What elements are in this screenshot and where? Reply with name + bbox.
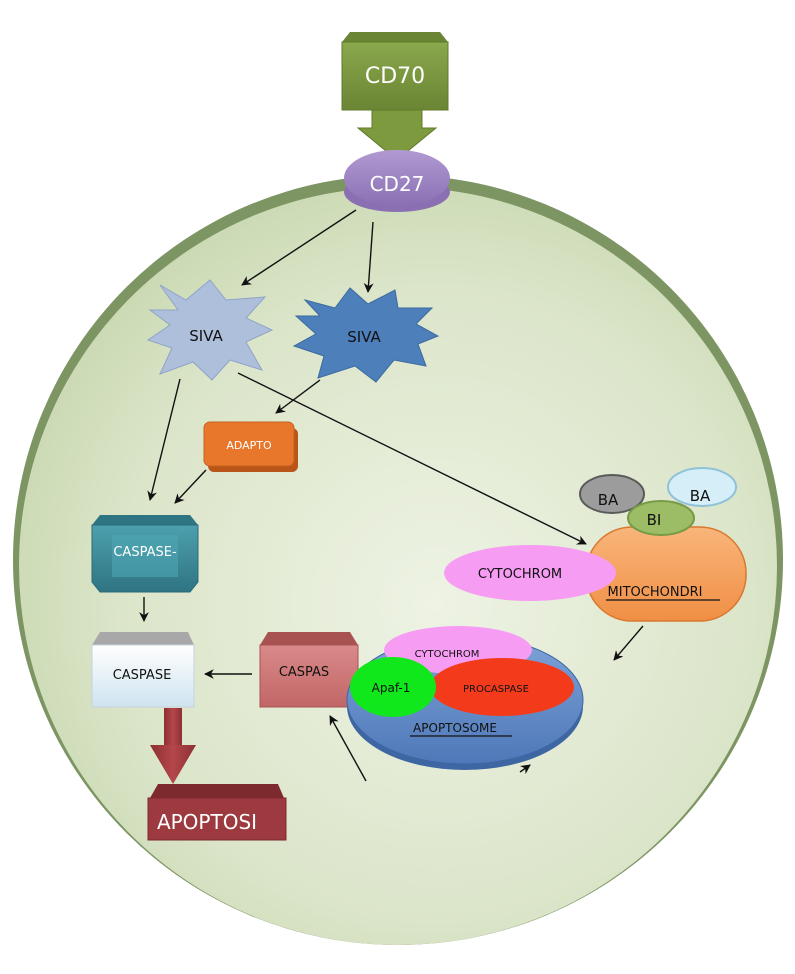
- caspase9-label: CASPAS: [279, 665, 329, 680]
- caspase9-group: CASPAS: [259, 632, 359, 708]
- adaptor-label: ADAPTO: [226, 439, 272, 452]
- siva-right-label: SIVA: [347, 328, 381, 346]
- siva-left-group: SIVA: [146, 279, 274, 381]
- red-arrow-shaft: [164, 708, 182, 748]
- arrows: [139, 209, 644, 782]
- mitochondria-label: MITOCHONDRI: [608, 585, 703, 600]
- caspase8-highlight: [112, 535, 178, 577]
- apoptosome-label: APOPTOSOME: [413, 721, 497, 735]
- siva-left-label: SIVA: [189, 327, 223, 345]
- arrow-cd27-to-siva-right: [363, 221, 374, 293]
- siva-left-shape: [146, 279, 274, 381]
- arrow-cd27-to-siva-left: [241, 209, 357, 286]
- caspase8-label: CASPASE-: [113, 545, 177, 560]
- cd70-box-top: [342, 32, 448, 42]
- cd27-group: CD27: [344, 150, 450, 212]
- caspase8-group: CASPASE-: [91, 515, 199, 593]
- arrow-adaptor-to-caspase8: [174, 469, 207, 504]
- apaf1-ellipse: [350, 657, 436, 717]
- adaptor-box: [203, 421, 295, 467]
- cd70-box: [341, 41, 449, 111]
- adaptor-group: ADAPTO: [203, 421, 298, 472]
- ba-right-bubble: [667, 467, 737, 507]
- ba-left-label: BA: [598, 491, 619, 509]
- bcl2-family-group: BA BA BI: [579, 467, 737, 536]
- apoptosome-cytochrome-label: CYTOCHROM: [415, 649, 480, 660]
- caspase8-top: [92, 515, 198, 525]
- ba-left-bubble: [579, 474, 645, 514]
- arrow-mitochondria-to-apoptosome: [613, 625, 644, 661]
- bi-bubble: [627, 500, 695, 536]
- apoptosome-group: CYTOCHROM PROCASPASE Apaf-1 APOPTOSOME: [346, 626, 584, 770]
- bi-label: BI: [647, 511, 662, 529]
- cd27-label: CD27: [370, 172, 425, 196]
- cd70-arrow: [356, 107, 438, 161]
- arrow-apoptosome-to-caspase9: [329, 715, 367, 782]
- apoptosis-label: APOPTOSI: [157, 810, 257, 834]
- procaspase-ellipse: [430, 658, 574, 716]
- arrow-siva-left-to-caspase8: [147, 378, 181, 501]
- caspase3-to-apoptosis-arrow: [150, 708, 196, 784]
- cd27-ellipse: [344, 150, 450, 206]
- cd70-group: CD70: [341, 32, 449, 161]
- arrow-into-apoptosome: [519, 764, 531, 775]
- apoptosis-group: APOPTOSI: [147, 784, 287, 841]
- siva-right-shape: [292, 287, 440, 383]
- caspase9-box: [259, 644, 359, 708]
- siva-right-group: SIVA: [292, 287, 440, 383]
- arrow-siva-right-to-adaptor: [275, 379, 321, 414]
- apoptosis-box: [147, 797, 287, 841]
- apaf1-label: Apaf-1: [372, 681, 411, 695]
- cd70-label: CD70: [365, 64, 425, 89]
- cytochrome-label: CYTOCHROM: [478, 567, 562, 582]
- red-arrow-head: [150, 745, 196, 784]
- arrow-siva-left-to-mitochondria: [237, 372, 587, 545]
- caspase3-top: [92, 632, 194, 645]
- caspase9-top: [260, 632, 358, 645]
- caspase3-group: CASPASE: [91, 632, 195, 708]
- cytochrome-group: CYTOCHROM: [444, 545, 616, 601]
- cytochrome-ellipse: [444, 545, 616, 601]
- ba-right-label: BA: [690, 487, 711, 505]
- apoptosis-top: [150, 784, 284, 798]
- procaspase-label: PROCASPASE: [463, 684, 529, 695]
- caspase3-box: [91, 644, 195, 708]
- caspase3-label: CASPASE: [113, 668, 172, 683]
